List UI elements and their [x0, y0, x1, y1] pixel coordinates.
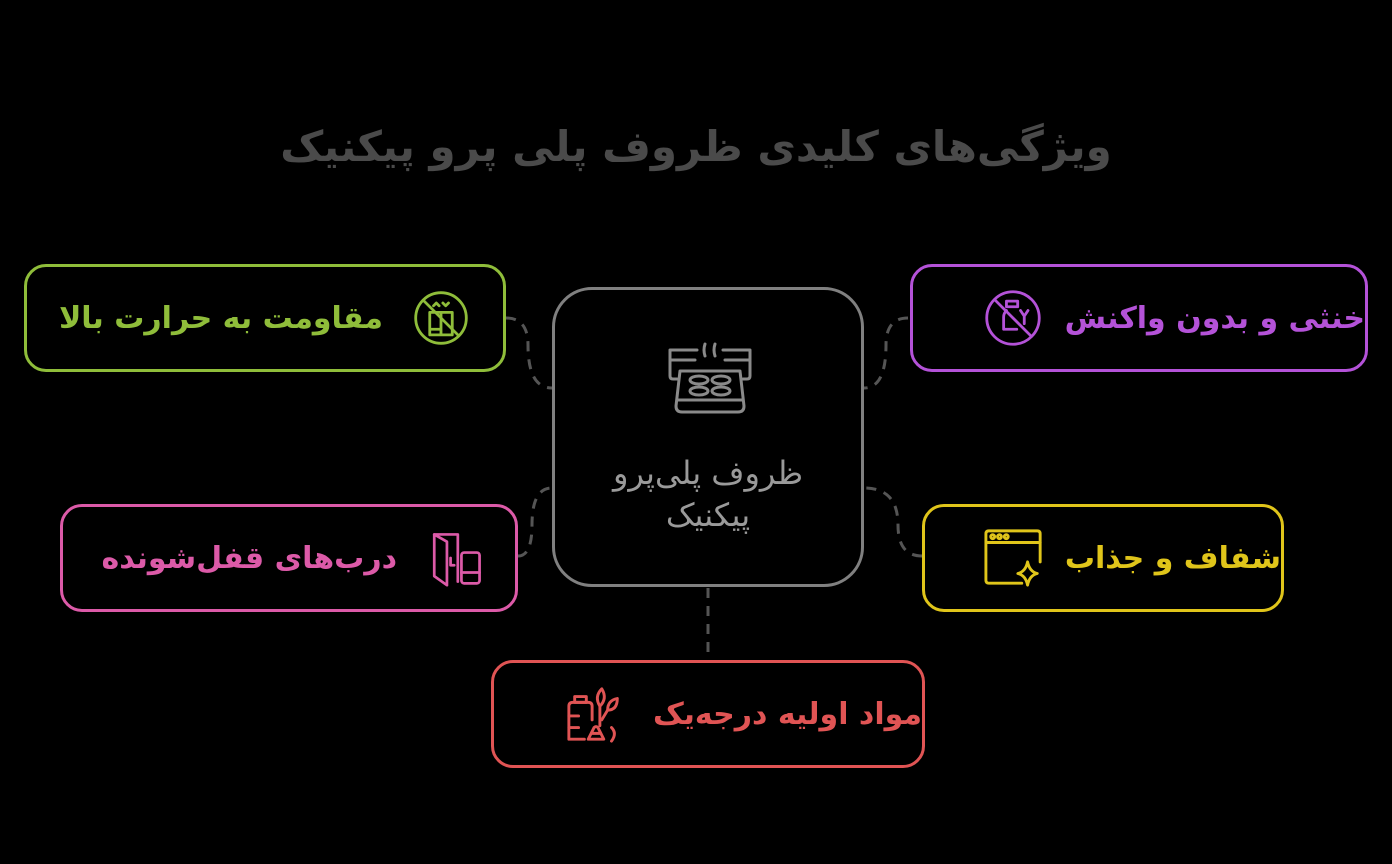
feature-label: خنثی و بدون واکنش [1064, 300, 1365, 336]
feature-heat-resistance: مقاومت به حرارت بالا [24, 264, 506, 372]
center-label-line2: پیکنیک [665, 496, 751, 534]
feature-label: مقاومت به حرارت بالا [58, 300, 383, 336]
center-label: ظروف پلی‌پرو پیکنیک [555, 452, 861, 536]
no-heat-icon [414, 291, 468, 345]
window-sparkle-icon [984, 529, 1042, 587]
no-chemical-icon [985, 290, 1041, 346]
feature-label: شفاف و جذاب [1064, 540, 1281, 576]
feature-clear-attractive: شفاف و جذاب [922, 504, 1284, 612]
baking-tray-icon [668, 342, 752, 414]
center-node: ظروف پلی‌پرو پیکنیک [552, 287, 864, 587]
feature-label: درب‌های قفل‌شونده [101, 540, 397, 576]
connector-heat [505, 316, 553, 390]
feature-lockable-lids: درب‌های قفل‌شونده [60, 504, 518, 612]
raw-materials-icon [567, 687, 619, 743]
feature-inert: خنثی و بدون واکنش [910, 264, 1368, 372]
connector-inert [863, 316, 909, 390]
connector-lock [517, 486, 553, 558]
feature-raw-materials: مواد اولیه درجه‌یک [491, 660, 925, 768]
door-lock-icon [432, 533, 481, 587]
center-label-line1: ظروف پلی‌پرو [612, 454, 804, 492]
connector-clear [863, 486, 923, 558]
feature-label: مواد اولیه درجه‌یک [652, 696, 922, 732]
diagram-title: ویژگی‌های کلیدی ظروف پلی پرو پیکنیک [280, 122, 1112, 171]
